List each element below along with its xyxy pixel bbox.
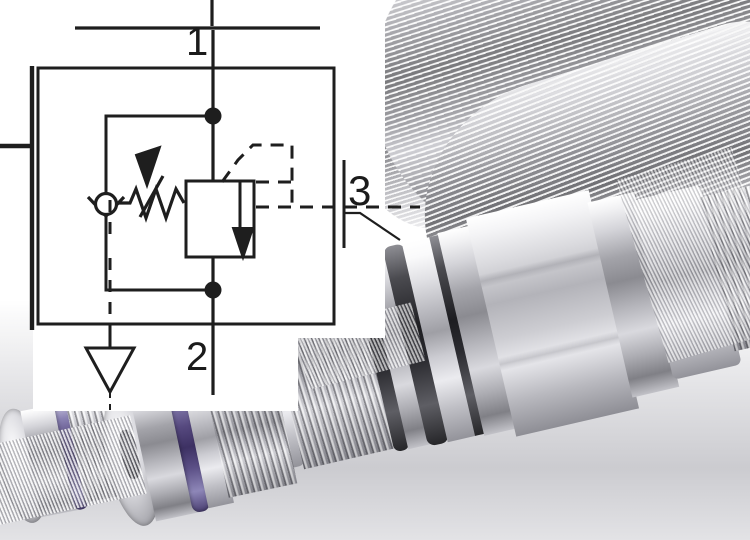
spring-adjust-arrowhead (134, 145, 162, 190)
drain-triangle (83, 346, 137, 396)
schematic-panel-upper (33, 0, 385, 338)
spool-flow-arrow (231, 227, 255, 262)
schematic-panel-lower (33, 338, 298, 411)
port-label-3: 3 (348, 167, 372, 214)
port-label-1: 1 (186, 20, 209, 64)
hydraulic-schematic (0, 0, 420, 412)
junction-dot-top (204, 107, 222, 125)
port3-leader-callout (344, 211, 401, 241)
valve-envelope-box (36, 66, 336, 326)
check-valve-ball (93, 191, 119, 217)
junction-dot-bottom (204, 281, 222, 299)
pilot-line-upper (220, 143, 294, 207)
spring-adjust-line (138, 175, 165, 218)
port-label-2: 2 (186, 335, 209, 379)
adjustable-spring (118, 184, 186, 223)
